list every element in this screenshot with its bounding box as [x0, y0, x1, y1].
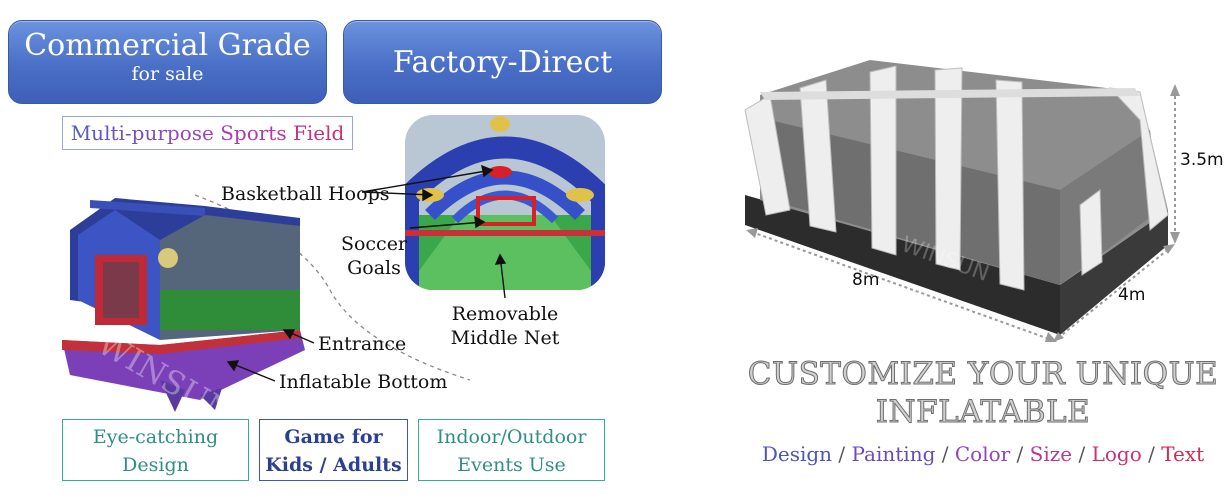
height-dimension: 3.5m	[1180, 150, 1224, 170]
option-design: Design	[761, 442, 833, 466]
feature-line2: Design	[122, 454, 189, 476]
feature-eye-catching: Eye-catching Design	[62, 419, 249, 481]
commercial-grade-badge: Commercial Grade for sale	[8, 20, 327, 104]
customize-heading: CUSTOMIZE YOUR UNIQUE INFLATABLE	[740, 355, 1226, 431]
customize-options: Design / Painting / Color / Size / Logo …	[740, 442, 1226, 466]
option-painting: Painting	[851, 442, 936, 466]
customize-line2: INFLATABLE	[875, 394, 1091, 431]
feature-game: Game for Kids / Adults	[259, 419, 408, 481]
basketball-hoops-label: Basketball Hoops	[221, 183, 390, 205]
option-separator: /	[832, 442, 852, 466]
factory-direct-badge: Factory-Direct	[343, 20, 662, 104]
soccer-label-line1: Soccer	[340, 233, 408, 255]
option-color: Color	[954, 442, 1011, 466]
cage-inflatable-image: WINSUN	[744, 60, 1169, 335]
option-separator: /	[935, 442, 955, 466]
middle-net-label: Removable Middle Net	[440, 302, 570, 350]
net-label-line1: Removable	[451, 303, 559, 325]
commercial-grade-title: Commercial Grade	[24, 28, 311, 63]
entrance-label: Entrance	[318, 333, 407, 355]
dashed-guide-line	[194, 194, 471, 381]
soccer-goals-label: Soccer Goals	[340, 232, 408, 280]
dimension-arrows	[751, 90, 1176, 341]
feature-line2: Events Use	[457, 454, 566, 476]
customize-line1: CUSTOMIZE YOUR UNIQUE	[747, 356, 1219, 393]
callout-arrows	[226, 164, 507, 382]
option-logo: Logo	[1091, 442, 1142, 466]
option-separator: /	[1141, 442, 1162, 466]
width-dimension: 4m	[1118, 285, 1146, 305]
soccer-label-line2: Goals	[347, 257, 401, 279]
inflatable-field-image: WINSUN	[62, 198, 305, 432]
feature-line1: Indoor/Outdoor	[436, 426, 587, 448]
feature-line1: Game for	[284, 426, 383, 448]
for-sale-subtitle: for sale	[131, 63, 204, 85]
feature-indoor-outdoor: Indoor/Outdoor Events Use	[418, 419, 605, 481]
multipurpose-subtitle: Multi-purpose Sports Field	[62, 116, 353, 150]
interior-photo	[405, 115, 605, 290]
option-size: Size	[1029, 442, 1073, 466]
inflatable-bottom-label: Inflatable Bottom	[279, 371, 448, 393]
length-dimension: 8m	[852, 270, 880, 290]
feature-line2: Kids / Adults	[265, 454, 402, 476]
option-separator: /	[1010, 442, 1030, 466]
option-separator: /	[1072, 442, 1092, 466]
option-text: Text	[1161, 442, 1205, 466]
net-label-line2: Middle Net	[450, 327, 560, 349]
feature-line1: Eye-catching	[92, 426, 219, 448]
